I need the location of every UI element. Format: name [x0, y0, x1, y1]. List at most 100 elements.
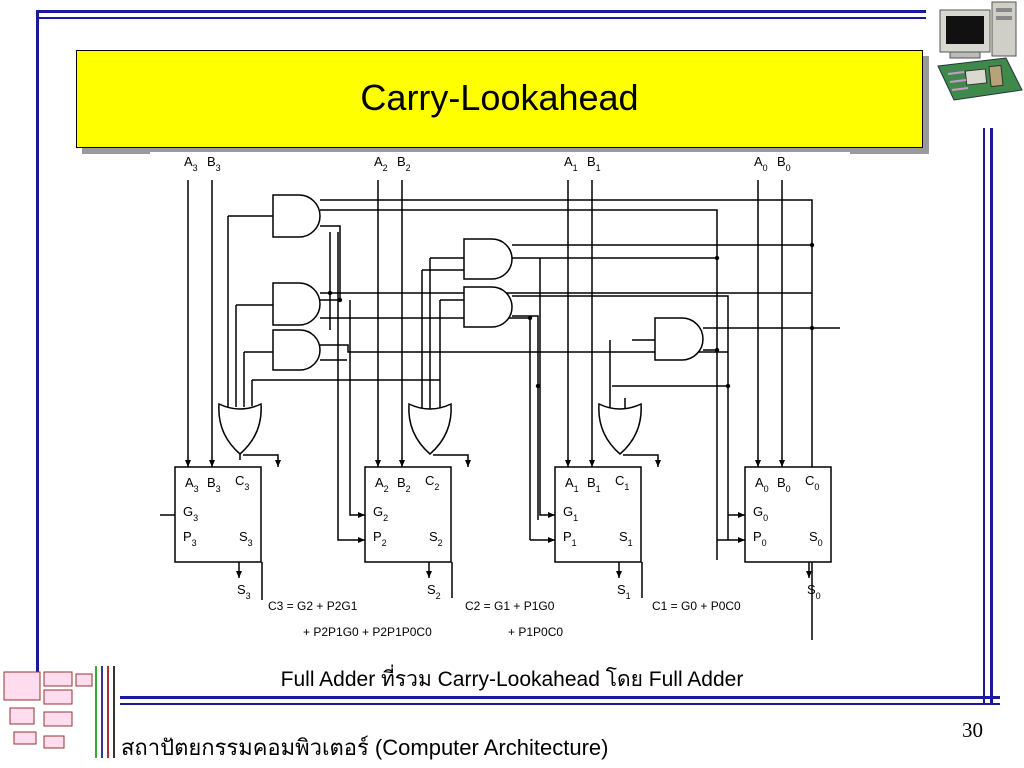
sum-output-label: S2: [427, 582, 441, 601]
adder-s-label: S0: [809, 529, 823, 548]
adder-c-label: C0: [805, 473, 819, 492]
input-b-label: B3: [207, 154, 221, 173]
adder-c-label: C3: [235, 473, 249, 492]
equation-c3-line1: C3 = G2 + P2G1: [268, 599, 358, 613]
arrowhead: [358, 512, 365, 518]
arrowhead: [565, 460, 571, 467]
adder-p-label: P1: [563, 529, 577, 548]
arrowhead: [209, 460, 215, 467]
and-gate: [272, 329, 321, 371]
arrowhead: [738, 512, 745, 518]
arrowhead: [375, 460, 381, 467]
full-adder-block: [364, 466, 452, 563]
arrowhead: [655, 460, 661, 467]
arrowhead: [616, 571, 622, 578]
input-a-label: A3: [184, 154, 198, 173]
adder-p-label: P0: [753, 529, 767, 548]
and-gate: [463, 238, 513, 280]
arrowhead: [589, 460, 595, 467]
and-gate: [654, 317, 704, 361]
adder-a-label: A2: [375, 475, 389, 494]
input-a-label: A1: [564, 154, 578, 173]
system-diagram-thumbnail: [3, 666, 115, 758]
arrowhead: [399, 460, 405, 467]
junction-dot: [809, 325, 815, 331]
page-number: 30: [962, 718, 983, 742]
and-gate: [272, 282, 321, 326]
adder-c-label: C2: [425, 473, 439, 492]
arrowhead: [358, 537, 365, 543]
frame-left-line: [36, 10, 39, 700]
full-adder-block: [554, 466, 642, 563]
or-gate: [218, 402, 262, 455]
input-b-label: B1: [587, 154, 601, 173]
junction-dot: [714, 255, 720, 261]
equation-c2-line2: + P1P0C0: [508, 625, 563, 639]
frame-bottom-line-1: [120, 696, 1000, 699]
wire: [337, 232, 365, 541]
frame-bottom-line-2: [120, 703, 1000, 705]
adder-g-label: G3: [183, 504, 198, 523]
sum-output-label: S0: [807, 582, 821, 601]
input-a-label: A0: [754, 154, 768, 173]
adder-b-label: B1: [587, 475, 601, 494]
or-gate: [408, 402, 452, 455]
junction-dot: [809, 242, 815, 248]
input-b-label: B2: [397, 154, 411, 173]
input-a-label: A2: [374, 154, 388, 173]
and-gate: [463, 286, 513, 328]
arrowhead: [755, 460, 761, 467]
junction-dot: [337, 297, 343, 303]
footer-course-title: สถาปัตยกรรมคอมพิวเตอร์ (Computer Archite…: [121, 735, 609, 760]
equation-c1: C1 = G0 + P0C0: [652, 599, 741, 613]
adder-a-label: A0: [755, 475, 769, 494]
and-gate: [272, 194, 321, 238]
arrowhead: [465, 460, 471, 467]
adder-b-label: B3: [207, 475, 221, 494]
arrowhead: [548, 537, 555, 543]
equation-c2-line1: C2 = G1 + P1G0: [465, 599, 555, 613]
adder-s-label: S3: [239, 529, 253, 548]
junction-dot: [714, 347, 720, 353]
frame-top-line-2: [36, 17, 926, 19]
junction-dot: [527, 315, 533, 321]
sum-output-label: S1: [617, 582, 631, 601]
arrowhead: [426, 571, 432, 578]
adder-b-label: B2: [397, 475, 411, 494]
adder-g-label: G0: [753, 504, 768, 523]
computer-icon: [937, 1, 1023, 101]
adder-s-label: S2: [429, 529, 443, 548]
sum-output-label: S3: [237, 582, 251, 601]
arrowhead: [738, 537, 745, 543]
adder-p-label: P2: [373, 529, 387, 548]
adder-s-label: S1: [619, 529, 633, 548]
frame-right-line-2: [983, 128, 985, 703]
wire: [512, 315, 539, 520]
title-box: Carry-Lookahead: [76, 50, 923, 148]
adder-g-label: G1: [563, 504, 578, 523]
or-gate: [598, 402, 642, 455]
adder-c-label: C1: [615, 473, 629, 492]
frame-top-line-1: [36, 10, 926, 13]
adder-a-label: A3: [185, 475, 199, 494]
input-b-label: B0: [777, 154, 791, 173]
wire: [320, 209, 718, 560]
arrowhead: [275, 460, 281, 467]
arrowhead: [806, 571, 812, 578]
arrowhead: [548, 512, 555, 518]
full-adder-block: [744, 466, 832, 563]
slide-title: Carry-Lookahead: [360, 77, 639, 118]
arrowhead: [185, 460, 191, 467]
wire: [512, 295, 729, 540]
arrowhead: [236, 571, 242, 578]
frame-right-line-1: [990, 128, 993, 703]
junction-dot: [725, 383, 731, 389]
full-adder-block: [174, 466, 262, 563]
adder-a-label: A1: [565, 475, 579, 494]
equation-c3-line2: + P2P1G0 + P2P1P0C0: [303, 625, 432, 639]
adder-g-label: G2: [373, 504, 388, 523]
diagram-caption: Full Adder ที่รวม Carry-Lookahead โดย Fu…: [280, 668, 744, 691]
junction-dot: [535, 383, 541, 389]
arrowhead: [779, 460, 785, 467]
